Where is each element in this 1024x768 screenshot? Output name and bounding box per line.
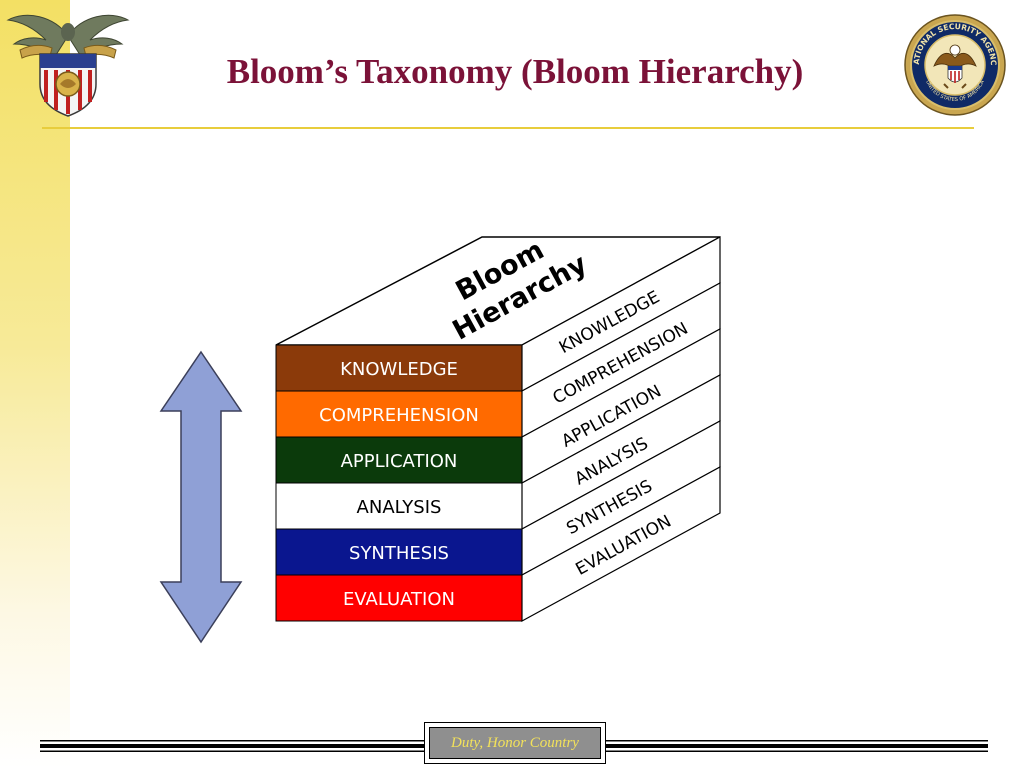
slide-title: Bloom’s Taxonomy (Bloom Hierarchy): [226, 52, 804, 91]
level-label-analysis: ANALYSIS: [357, 497, 442, 518]
side-face-evaluation: [521, 465, 721, 623]
level-row-comprehension: [275, 390, 523, 438]
footer-motto-box: Duty, Honor Country: [424, 722, 606, 764]
level-label-evaluation: EVALUATION: [343, 589, 455, 610]
level-label-comprehension: COMPREHENSION: [319, 405, 479, 426]
west-point-crest-icon: [6, 14, 130, 117]
footer-motto-inner: Duty, Honor Country: [429, 727, 601, 759]
footer-motto-text: Duty, Honor Country: [451, 734, 579, 751]
level-label-knowledge: KNOWLEDGE: [340, 359, 458, 380]
nsa-seal-icon: NATIONAL SECURITY AGENCY UNITED STATES O…: [904, 14, 1006, 116]
level-row-knowledge: [275, 344, 523, 392]
title-divider: [42, 127, 974, 129]
bloom-hierarchy-diagram: Bloom Hierarchy KNOWLEDGE COMPREHENSION …: [159, 234, 721, 644]
level-label-synthesis: SYNTHESIS: [349, 543, 449, 564]
double-headed-vertical-arrow-icon: [159, 350, 243, 644]
level-row-analysis: [275, 482, 523, 530]
level-row-application: [275, 436, 523, 484]
level-row-evaluation: [275, 574, 523, 622]
level-label-application: APPLICATION: [341, 451, 458, 472]
level-row-synthesis: [275, 528, 523, 576]
